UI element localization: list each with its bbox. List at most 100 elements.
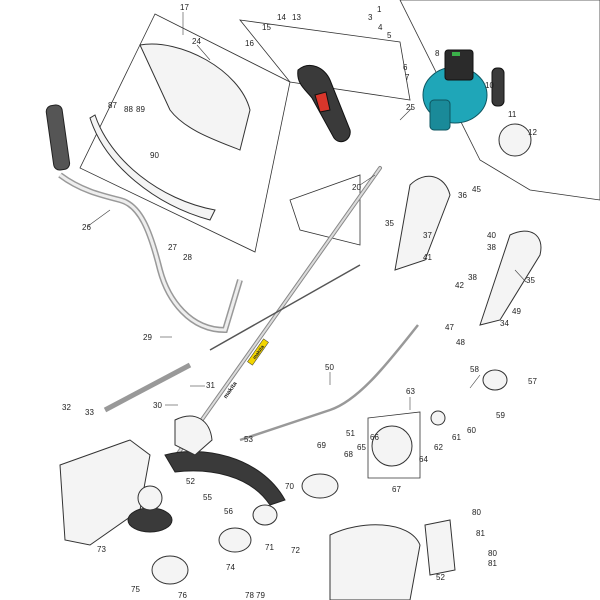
part-label-8: 8	[435, 49, 440, 58]
part-label-67: 69	[317, 441, 326, 450]
part-label-81: 81	[488, 559, 497, 568]
part-label-48: 50	[325, 363, 334, 372]
drive-shaft-highlight	[171, 167, 381, 463]
part-label-31: 31	[206, 381, 215, 390]
part-label-33: 33	[85, 408, 94, 417]
fan	[252, 504, 278, 526]
part-label-28: 28	[183, 253, 192, 262]
part-label-24: 24	[192, 37, 201, 46]
part-label-63: 65	[357, 443, 366, 452]
part-label-16: 16	[245, 39, 254, 48]
part-label-65: 67	[392, 485, 401, 494]
part-label-79: 81	[476, 529, 485, 538]
part-label-59: 61	[452, 433, 461, 442]
part-label-3: 3	[368, 13, 373, 22]
part-label-73: 75	[131, 585, 140, 594]
part-label-76: 79	[256, 591, 265, 600]
part-label-74: 76	[178, 591, 187, 600]
wire-48	[239, 324, 419, 442]
part-label-57: 59	[496, 411, 505, 420]
rear-housing	[329, 524, 421, 600]
part-label-39: 38	[487, 243, 496, 252]
motor-group-frame	[399, 0, 600, 201]
guard-group-frame	[79, 13, 291, 253]
part-label-10: 10	[485, 81, 494, 90]
handle-group-frame	[289, 174, 361, 246]
part-label-7: 7	[405, 73, 410, 82]
gear-plate	[371, 425, 413, 467]
leader-lines	[87, 12, 527, 410]
part-label-32: 32	[62, 403, 71, 412]
part-label-47: 49	[512, 307, 521, 316]
part-label-4: 4	[378, 23, 383, 32]
part-label-62: 64	[419, 455, 428, 464]
part-label-64: 66	[370, 433, 379, 442]
part-label-1: 1	[377, 5, 382, 14]
handle-bar-inner	[59, 173, 242, 332]
part-label-55: 57	[528, 377, 537, 386]
part-label-38: 38	[468, 273, 477, 282]
side-housing-right	[479, 230, 542, 326]
part-label-52: 55	[203, 493, 212, 502]
part-label-90: 90	[150, 151, 159, 160]
part-label-46: 48	[456, 338, 465, 347]
bearing-57	[482, 369, 508, 391]
part-label-70: 72	[291, 546, 300, 555]
part-label-71: 73	[97, 545, 106, 554]
part-label-41: 41	[423, 253, 432, 262]
part-label-26: 26	[82, 223, 91, 232]
part-label-20: 20	[352, 183, 361, 192]
handle-bar	[58, 172, 243, 334]
part-label-12: 12	[528, 128, 537, 137]
lower-guard	[164, 450, 286, 506]
part-label-61: 63	[406, 387, 415, 396]
part-label-6: 6	[403, 63, 408, 72]
housing-cover	[424, 519, 456, 576]
armature	[301, 473, 339, 499]
cutter-spool	[137, 485, 163, 511]
part-label-35a: 35	[385, 219, 394, 228]
pipe-30	[103, 362, 192, 413]
blade-guard	[139, 43, 251, 151]
part-label-68: 70	[285, 482, 294, 491]
part-label-45: 47	[445, 323, 454, 332]
part-label-14: 14	[277, 13, 286, 22]
magnet-motor	[218, 527, 252, 553]
part-label-37: 37	[423, 231, 432, 240]
motor-handle-grip	[491, 67, 505, 107]
part-label-80: 80	[488, 549, 497, 558]
part-label-53: 56	[224, 507, 233, 516]
part-label-15: 15	[262, 23, 271, 32]
part-label-75: 78	[245, 591, 254, 600]
part-label-72: 74	[226, 563, 235, 572]
part-label-13: 13	[292, 13, 301, 22]
part-label-58: 60	[467, 426, 476, 435]
washer-60	[430, 410, 446, 426]
part-label-17: 17	[180, 3, 189, 12]
part-label-49: 51	[346, 429, 355, 438]
battery-contact	[452, 52, 460, 56]
part-label-50b: 52	[436, 573, 445, 582]
part-label-30: 30	[153, 401, 162, 410]
wire-lower-shaft	[209, 264, 361, 351]
part-label-69: 71	[265, 543, 274, 552]
part-label-5: 5	[387, 31, 392, 40]
part-label-88: 88	[124, 105, 133, 114]
part-label-89: 89	[136, 105, 145, 114]
part-label-35b: 35	[526, 276, 535, 285]
part-label-25: 25	[406, 103, 415, 112]
guard-extension	[89, 114, 216, 221]
motor-74	[151, 555, 189, 585]
part-label-78: 80	[472, 508, 481, 517]
part-label-66: 68	[344, 450, 353, 459]
left-grip	[45, 104, 71, 171]
part-label-50a: 52	[186, 477, 195, 486]
trigger	[314, 91, 331, 113]
part-label-29: 29	[143, 333, 152, 342]
part-label-11: 11	[508, 110, 517, 119]
part-label-27: 27	[168, 243, 177, 252]
gear-case	[174, 415, 213, 456]
part-labels: 17 24 16 15 14 13 3 4 5 1 6 7 8 10 11 12…	[62, 3, 537, 600]
battery	[444, 49, 474, 81]
